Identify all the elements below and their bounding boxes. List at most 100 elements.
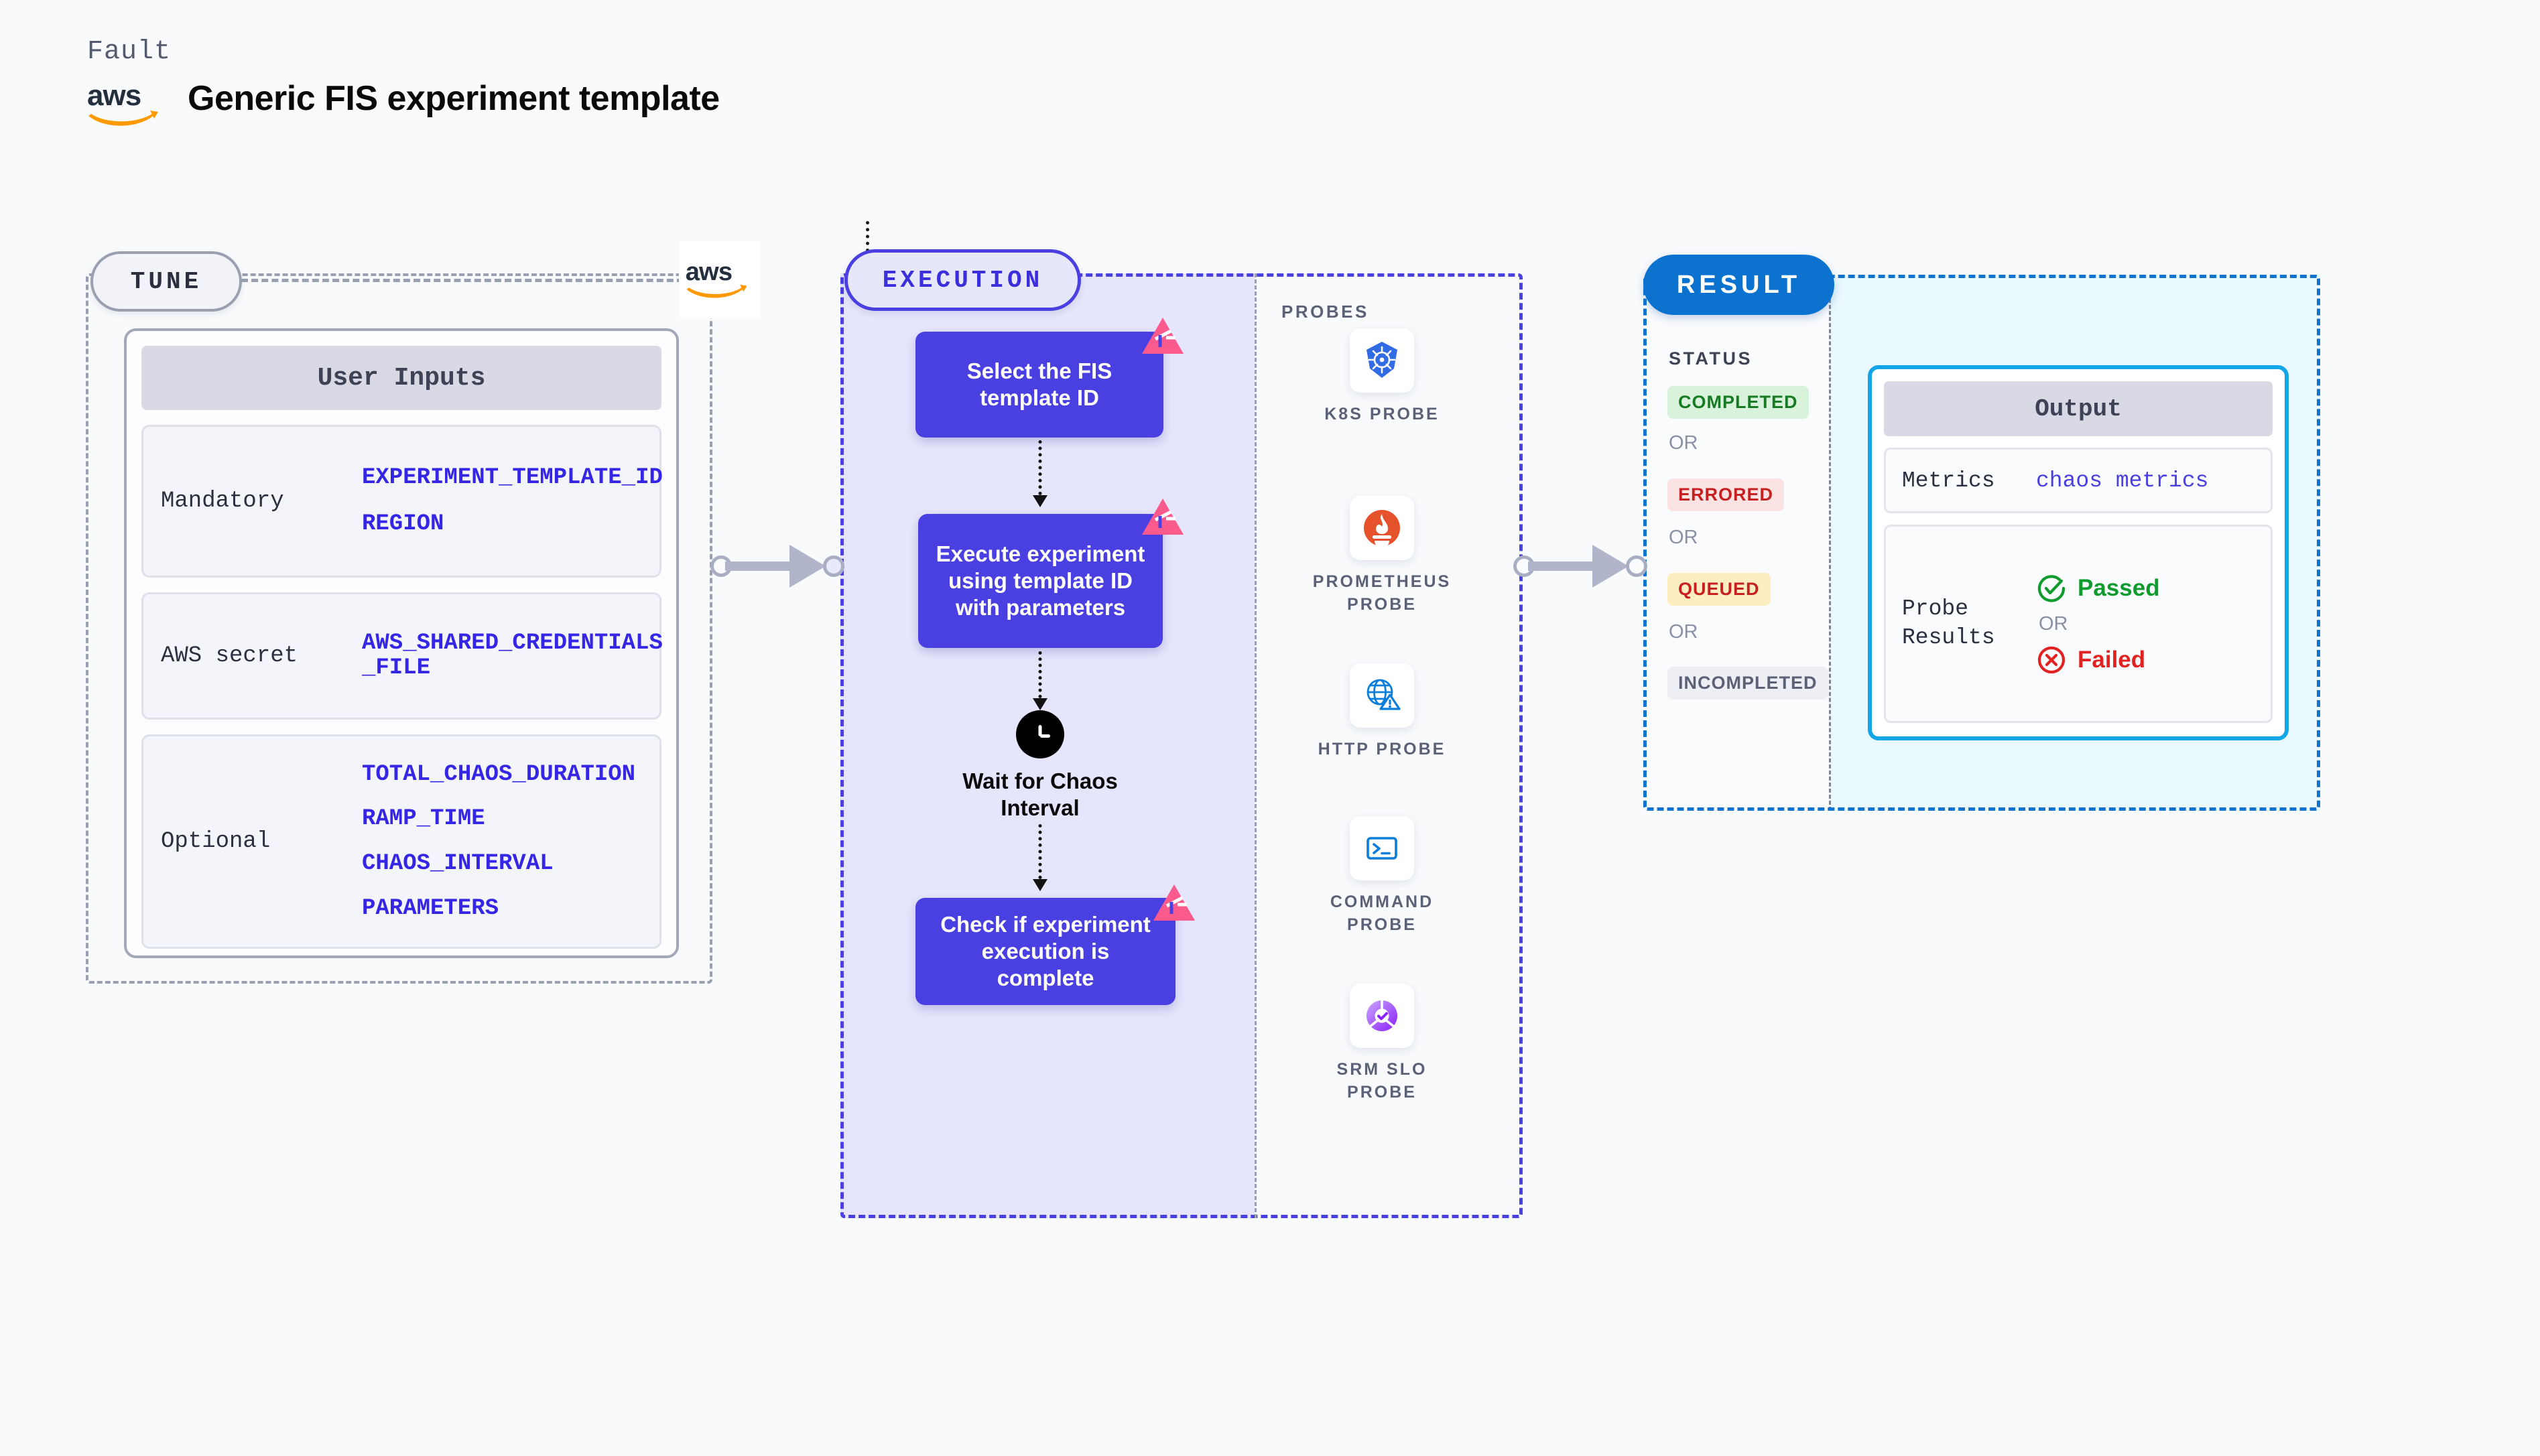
probe-result-passed: Passed bbox=[2036, 573, 2160, 604]
output-title: Output bbox=[1884, 381, 2273, 436]
or-separator: OR bbox=[1669, 527, 1698, 548]
check-circle-icon bbox=[2037, 574, 2066, 602]
wait-node-label: Wait for Chaos Interval bbox=[962, 769, 1118, 821]
arrow-line bbox=[1038, 824, 1042, 879]
result-section-container bbox=[1643, 275, 2320, 811]
flow-arrow bbox=[1032, 651, 1048, 710]
input-variable: _FILE bbox=[362, 655, 431, 681]
status-badge-queued: QUEUED bbox=[1667, 573, 1771, 606]
svg-text:aws: aws bbox=[87, 79, 141, 112]
probe-item-http[interactable]: HTTP PROBE bbox=[1281, 663, 1482, 761]
arrow-tip bbox=[1033, 495, 1047, 507]
connector-tune-to-execution bbox=[710, 543, 844, 590]
probe-results-row: Probe Results Passed OR Failed bbox=[1884, 525, 2273, 723]
execution-step-check-complete[interactable]: Check if experiment execution is complet… bbox=[915, 898, 1176, 1005]
arrow-line bbox=[1038, 651, 1042, 698]
probe-results-label: Probe Results bbox=[1902, 596, 1995, 650]
litmus-chaos-icon bbox=[1141, 316, 1185, 358]
input-row-aws-secret: AWS secret AWS_SHARED_CREDENTIALS _FILE bbox=[141, 592, 663, 720]
probe-label: PROMETHEUS PROBE bbox=[1312, 572, 1452, 614]
or-separator: OR bbox=[2039, 612, 2068, 635]
execution-section-badge[interactable]: EXECUTION bbox=[844, 249, 1081, 311]
execution-step-execute-experiment[interactable]: Execute experiment using template ID wit… bbox=[918, 514, 1163, 648]
execution-top-dotted-line bbox=[866, 221, 869, 252]
input-variable: RAMP_TIME bbox=[362, 806, 485, 832]
input-variable: REGION bbox=[362, 511, 444, 537]
connector-arrowhead bbox=[789, 545, 826, 588]
tune-badge-label: TUNE bbox=[130, 267, 202, 295]
arrow-tip bbox=[1033, 879, 1047, 891]
tune-section-badge[interactable]: TUNE bbox=[90, 251, 242, 312]
metrics-value: chaos metrics bbox=[2036, 468, 2209, 493]
arrow-line bbox=[1038, 440, 1042, 495]
failed-label: Failed bbox=[2078, 646, 2146, 673]
terminal-icon bbox=[1350, 816, 1414, 880]
eyebrow-label: Fault bbox=[87, 37, 172, 67]
input-variable: CHAOS_INTERVAL bbox=[362, 851, 554, 876]
metrics-row: Metrics chaos metrics bbox=[1884, 448, 2273, 513]
litmus-chaos-icon bbox=[1152, 883, 1196, 925]
probe-label: SRM SLO PROBE bbox=[1336, 1060, 1427, 1102]
result-badge-label: RESULT bbox=[1676, 270, 1801, 299]
connector-bar bbox=[1528, 561, 1610, 571]
litmus-chaos-icon bbox=[1141, 497, 1185, 539]
status-badge-completed: COMPLETED bbox=[1667, 386, 1809, 419]
probe-result-failed: Failed bbox=[2036, 645, 2160, 675]
probe-label: HTTP PROBE bbox=[1318, 740, 1446, 758]
arrow-tip bbox=[1033, 698, 1047, 710]
clock-icon bbox=[1016, 710, 1064, 758]
connector-end-dot bbox=[1626, 555, 1647, 577]
input-row-mandatory: Mandatory EXPERIMENT_TEMPLATE_ID REGION bbox=[141, 425, 663, 578]
or-separator: OR bbox=[1669, 621, 1698, 643]
connector-execution-to-result bbox=[1513, 543, 1647, 590]
aws-logo-icon: aws bbox=[86, 78, 166, 131]
result-status-column bbox=[1643, 275, 1831, 811]
http-globe-warning-icon bbox=[1350, 663, 1414, 728]
flow-arrow bbox=[1032, 440, 1048, 507]
page-header: Fault aws Generic FIS experiment templat… bbox=[80, 37, 952, 137]
execution-badge-label: EXECUTION bbox=[882, 266, 1043, 294]
status-title: STATUS bbox=[1669, 348, 1753, 369]
flow-arrow bbox=[1032, 824, 1048, 891]
tune-section-container bbox=[86, 273, 712, 984]
input-row-label: AWS secret bbox=[161, 643, 298, 669]
input-variable: TOTAL_CHAOS_DURATION bbox=[362, 761, 636, 787]
user-inputs-card: User Inputs Mandatory EXPERIMENT_TEMPLAT… bbox=[124, 328, 679, 958]
or-separator: OR bbox=[1669, 432, 1698, 454]
aws-logo-midline-icon: aws bbox=[679, 241, 759, 318]
x-circle-icon bbox=[2037, 646, 2066, 673]
prometheus-icon bbox=[1350, 496, 1414, 560]
probe-item-command[interactable]: COMMAND PROBE bbox=[1281, 816, 1482, 937]
execution-section-container bbox=[840, 273, 1523, 1218]
probes-divider bbox=[1255, 273, 1257, 1218]
status-badge-errored: ERRORED bbox=[1667, 478, 1785, 511]
input-row-label: Mandatory bbox=[161, 488, 284, 514]
connector-arrowhead bbox=[1592, 545, 1629, 588]
connector-end-dot bbox=[823, 555, 844, 577]
metrics-label: Metrics bbox=[1902, 468, 1995, 493]
input-row-label: Optional bbox=[161, 829, 271, 854]
probe-label: K8S PROBE bbox=[1324, 405, 1440, 423]
page-title: Generic FIS experiment template bbox=[188, 79, 720, 118]
input-variable: EXPERIMENT_TEMPLATE_ID bbox=[362, 465, 663, 491]
execution-step-select-template[interactable]: Select the FIS template ID bbox=[915, 332, 1163, 438]
svg-text:aws: aws bbox=[686, 257, 732, 286]
input-row-optional: Optional TOTAL_CHAOS_DURATION RAMP_TIME … bbox=[141, 734, 661, 949]
input-variable: AWS_SHARED_CREDENTIALS bbox=[362, 631, 663, 657]
input-variable: PARAMETERS bbox=[362, 895, 499, 921]
passed-label: Passed bbox=[2078, 574, 2160, 601]
probe-item-prometheus[interactable]: PROMETHEUS PROBE bbox=[1281, 496, 1482, 616]
probe-item-k8s[interactable]: K8S PROBE bbox=[1281, 328, 1482, 426]
user-inputs-title: User Inputs bbox=[141, 346, 661, 410]
probe-item-srm-slo[interactable]: SRM SLO PROBE bbox=[1281, 984, 1482, 1104]
srm-slo-icon bbox=[1350, 984, 1414, 1048]
probes-title: PROBES bbox=[1281, 302, 1369, 322]
tune-connector-line bbox=[241, 279, 684, 282]
kubernetes-icon bbox=[1350, 328, 1414, 393]
connector-bar bbox=[725, 561, 807, 571]
probe-label: COMMAND PROBE bbox=[1330, 892, 1434, 934]
wait-for-chaos-interval-node: Wait for Chaos Interval bbox=[941, 710, 1139, 822]
result-section-badge[interactable]: RESULT bbox=[1643, 255, 1834, 315]
output-card: Output Metrics chaos metrics Probe Resul… bbox=[1868, 365, 2289, 740]
status-badge-incompleted: INCOMPLETED bbox=[1667, 667, 1828, 700]
